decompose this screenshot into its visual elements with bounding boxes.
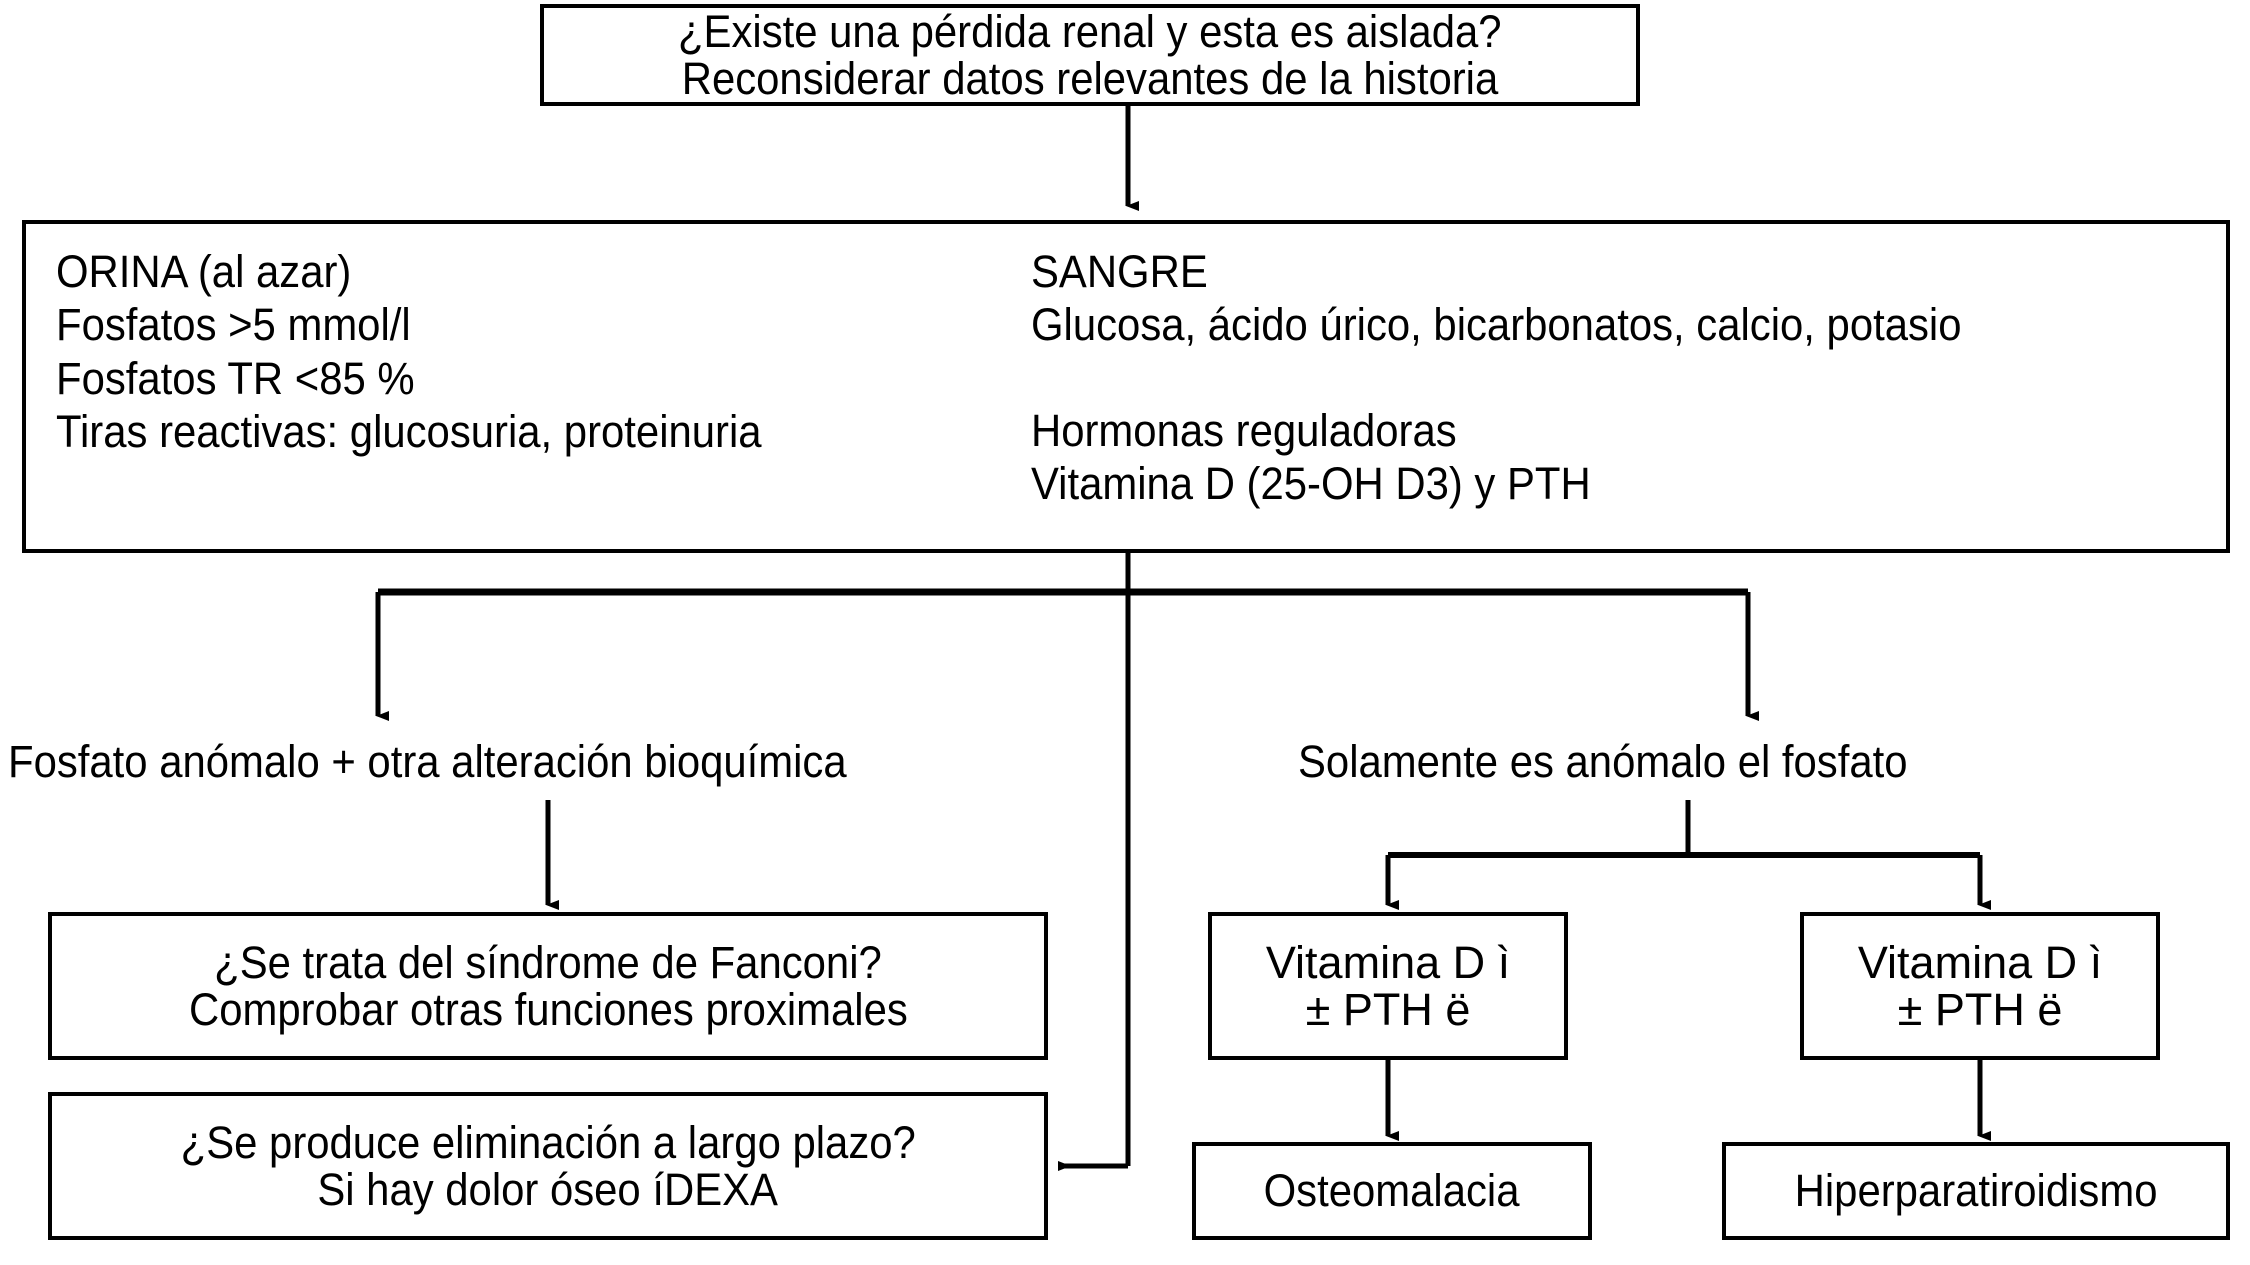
node-long-term-elimination: ¿Se produce eliminación a largo plazo? S… bbox=[48, 1092, 1048, 1240]
urine-heading: ORINA (al azar) bbox=[56, 246, 352, 297]
osteomalacia-label: Osteomalacia bbox=[1264, 1165, 1520, 1217]
fanconi-line-1: ¿Se trata del síndrome de Fanconi? bbox=[214, 936, 882, 988]
initial-question-line-2: Reconsiderar datos relevantes de la hist… bbox=[681, 53, 1499, 104]
vitd-right-line-2: ± PTH ë bbox=[1897, 984, 2063, 1035]
blood-heading: SANGRE bbox=[1031, 246, 1208, 297]
blood-line-1: Glucosa, ácido úrico, bicarbonatos, calc… bbox=[1031, 299, 1962, 351]
urine-line-3: Tiras reactivas: glucosuria, proteinuria bbox=[56, 405, 762, 457]
blood-hormones-heading: Hormonas reguladoras bbox=[1031, 404, 1457, 456]
blood-column-spacer bbox=[1031, 355, 2032, 407]
node-fanconi-syndrome: ¿Se trata del síndrome de Fanconi? Compr… bbox=[48, 912, 1048, 1060]
branch-label-only-phosphate: Solamente es anómalo el fosfato bbox=[1298, 736, 1908, 787]
node-vitamin-d-left: Vitamina D ì ± PTH ë bbox=[1208, 912, 1568, 1060]
initial-question-line-1: ¿Existe una pérdida renal y esta es aisl… bbox=[678, 5, 1502, 57]
hiperparatiroidismo-label: Hiperparatiroidismo bbox=[1794, 1165, 2158, 1217]
vitd-left-line-2: ± PTH ë bbox=[1305, 984, 1471, 1035]
urine-line-2: Fosfatos TR <85 % bbox=[56, 352, 415, 404]
node-lab-tests: ORINA (al azar) Fosfatos >5 mmol/l Fosfa… bbox=[22, 220, 2230, 553]
node-osteomalacia: Osteomalacia bbox=[1192, 1142, 1592, 1240]
lab-column-urine: ORINA (al azar) Fosfatos >5 mmol/l Fosfa… bbox=[56, 248, 815, 461]
vitd-right-line-1: Vitamina D ì bbox=[1857, 936, 2103, 988]
branch-label-abnormal-plus-other: Fosfato anómalo + otra alteración bioquí… bbox=[8, 736, 847, 787]
node-hiperparatiroidismo: Hiperparatiroidismo bbox=[1722, 1142, 2230, 1240]
dexa-line-2: Si hay dolor óseo íDEXA bbox=[317, 1164, 779, 1215]
urine-line-1: Fosfatos >5 mmol/l bbox=[56, 299, 411, 351]
dexa-line-1: ¿Se produce eliminación a largo plazo? bbox=[180, 1116, 916, 1168]
node-initial-question: ¿Existe una pérdida renal y esta es aisl… bbox=[540, 4, 1640, 106]
blood-hormones-line-1: Vitamina D (25-OH D3) y PTH bbox=[1031, 457, 1591, 509]
fanconi-line-2: Comprobar otras funciones proximales bbox=[188, 984, 908, 1035]
vitd-left-line-1: Vitamina D ì bbox=[1265, 936, 1511, 988]
lab-column-blood: SANGRE Glucosa, ácido úrico, bicarbonato… bbox=[1031, 248, 2032, 513]
node-vitamin-d-right: Vitamina D ì ± PTH ë bbox=[1800, 912, 2160, 1060]
